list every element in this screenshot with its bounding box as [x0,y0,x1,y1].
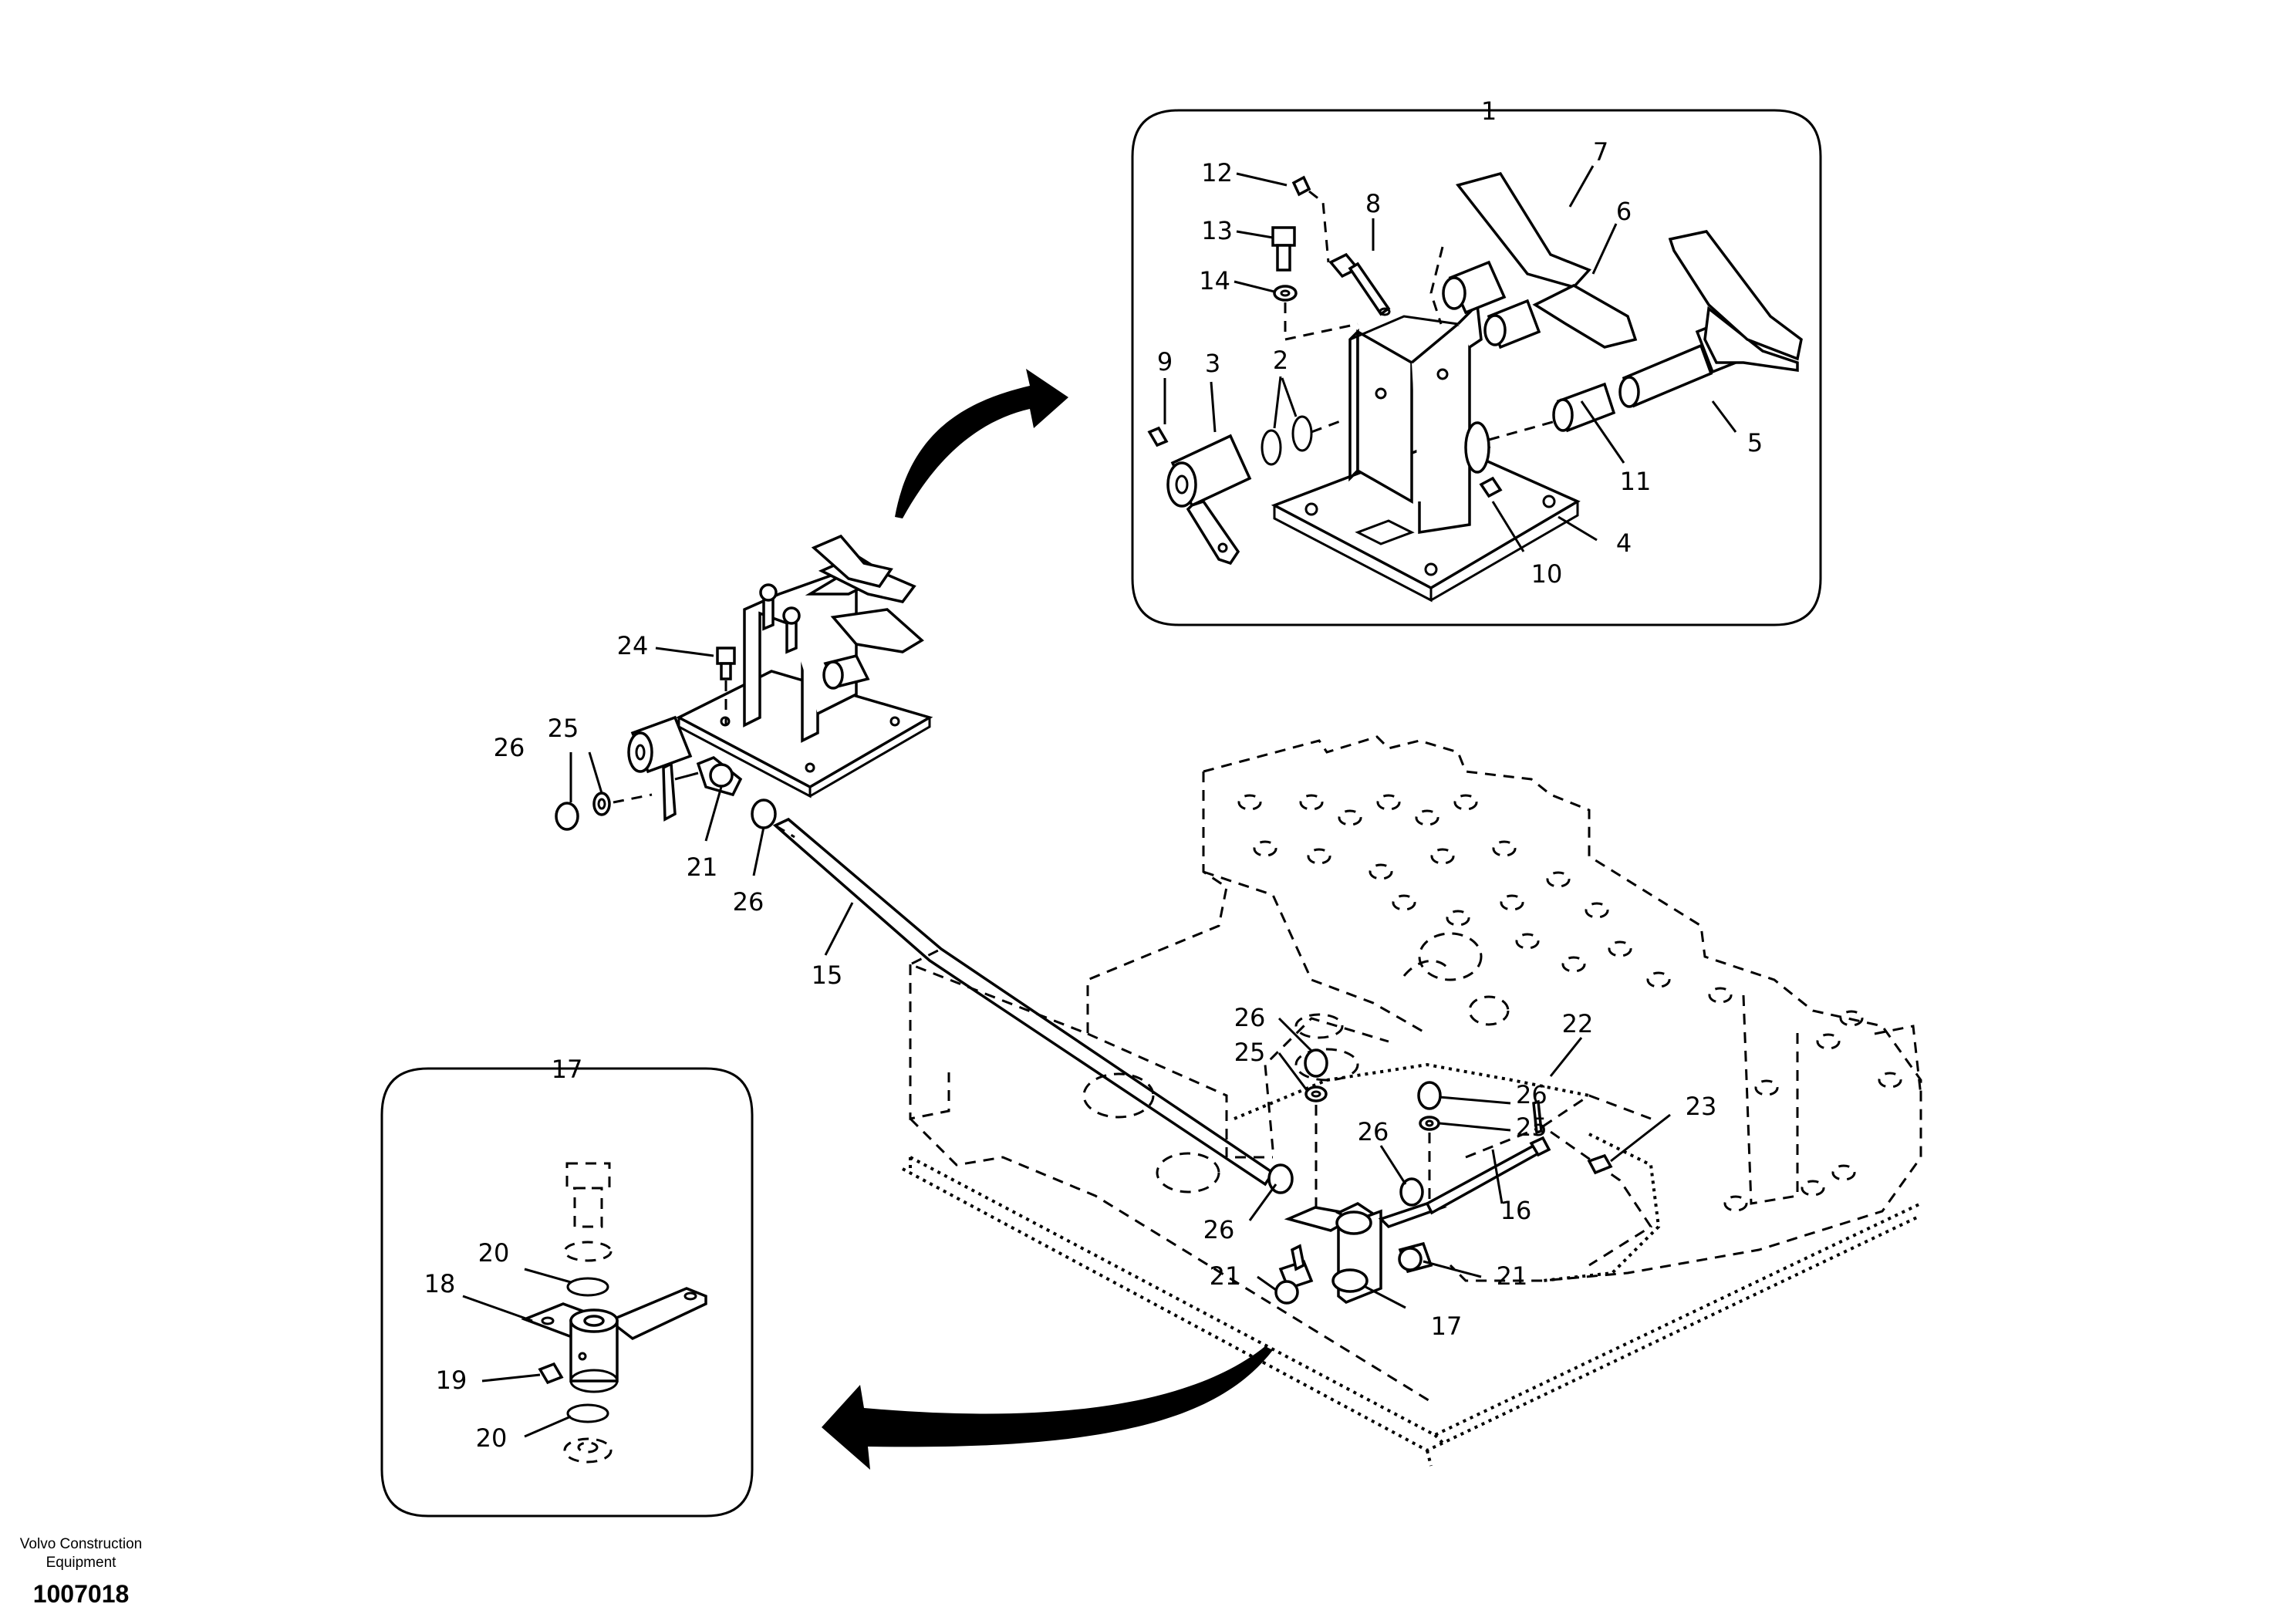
callout-7: 7 [1593,137,1608,167]
bracket-boss [1464,421,1490,474]
callout-8: 8 [1365,189,1381,218]
callout-9: 9 [1157,347,1173,376]
detail-lever [521,1287,707,1393]
nut-upper-left [555,802,579,831]
hex-bolt [1271,226,1296,272]
leader-lines [462,165,1737,1438]
callout-2: 2 [1273,346,1288,375]
callout-10: 10 [1531,559,1563,589]
rod-end-upper [674,755,743,797]
callout-labels: 12 13 14 8 7 6 9 3 2 11 5 10 4 24 26 25 … [424,137,1763,1453]
callout-4: 4 [1616,528,1632,558]
callout-26-rod-end: 26 [1358,1117,1389,1146]
pin [1147,426,1169,447]
callout-26-rod-lower: 26 [1203,1215,1235,1244]
o-ring-left [1261,429,1282,466]
pedal-bracket [1348,302,1494,535]
callout-21-lower-left: 21 [1210,1261,1241,1291]
callout-26-rod: 26 [733,887,764,917]
bushing [1552,382,1616,433]
callout-26-upper-left: 26 [494,733,525,762]
callout-26-valve-left: 26 [1234,1003,1266,1032]
bushing-with-tab [1166,434,1252,566]
detail-box-1: 1 [1131,96,1822,626]
detail-bolt-ghost [563,1162,613,1262]
callout-16: 16 [1500,1196,1532,1225]
callout-19: 19 [436,1366,467,1395]
callout-12: 12 [1201,158,1233,187]
callout-5: 5 [1747,428,1763,457]
cotter-pin [1532,1099,1543,1135]
rod-end-lower-right [1398,1241,1433,1274]
set-screw [1479,476,1503,498]
valve-ports [1237,794,1902,1212]
detail-nut-ghost [563,1437,613,1464]
arrow-to-detail-17 [822,1346,1273,1470]
pivot-bolt [1328,252,1391,316]
pin-bolt [1587,1153,1613,1175]
callout-25-valve-left: 25 [1234,1038,1266,1067]
pedal-shaft [1618,230,1803,408]
nut-valve-left [1304,1048,1328,1078]
small-screw [1291,175,1311,197]
o-ring-right [1291,415,1313,452]
callout-21-lower-right: 21 [1497,1261,1528,1291]
callout-20-top: 20 [478,1238,510,1268]
nut-rod-upper [751,798,777,829]
hex-nut [1273,285,1298,302]
washer-valve-right [1419,1116,1440,1131]
callout-20-bottom: 20 [476,1423,508,1453]
control-valve-outline [907,735,1922,1406]
rod-end-lower-left [1274,1244,1314,1305]
detail-box-1-title: 1 [1481,96,1497,126]
callout-25-upper-left: 25 [548,714,579,743]
callout-3: 3 [1205,349,1220,378]
assembled-pedal-unit [676,534,933,798]
callout-21-upper: 21 [687,853,718,882]
washer-upper-left [592,792,611,816]
callout-24: 24 [617,631,649,660]
lever-assembly-installed [1284,1201,1448,1305]
detail-o-ring-top [566,1277,609,1297]
callout-6: 6 [1616,197,1632,226]
drawing-number: 1007018 [32,1580,130,1608]
footer: Volvo Construction Equipment 1007018 [8,1535,154,1609]
linkage-rod [1399,1136,1551,1215]
callout-18: 18 [424,1269,456,1298]
callout-25-valve-right: 25 [1516,1112,1547,1142]
detail-box-17-title: 17 [552,1055,583,1084]
detail-set-screw [538,1362,564,1385]
callout-22: 22 [1562,1009,1594,1038]
washer-valve-left [1304,1085,1328,1102]
callout-11: 11 [1620,467,1652,496]
detail-o-ring-bottom [566,1403,609,1423]
lever-bushing [627,715,693,822]
arrow-to-detail-1 [895,369,1068,518]
callout-23: 23 [1686,1092,1717,1121]
callout-26-valve-right: 26 [1516,1080,1547,1109]
callout-13: 13 [1201,216,1233,245]
mounting-bolt [716,647,736,680]
callout-17: 17 [1431,1312,1463,1341]
mounting-platform [902,1062,1922,1467]
nut-valve-right [1417,1081,1442,1110]
detail-box-17: 17 [380,1055,754,1518]
pedal-assembly [1429,171,1638,349]
callout-14: 14 [1199,266,1230,295]
brand-name: Volvo Construction Equipment [19,1536,143,1571]
control-rod [772,817,1275,1187]
callout-15: 15 [812,961,843,990]
